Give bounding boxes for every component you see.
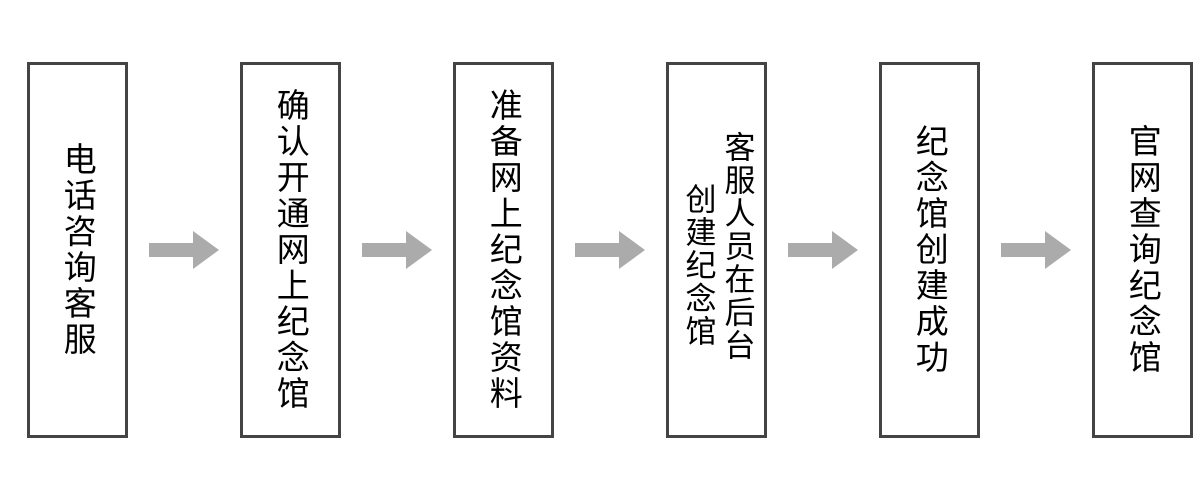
flow-arrow-1 (149, 231, 219, 269)
right-arrow-icon-head (406, 231, 432, 269)
process-node-3[interactable]: 准备网上纪念馆资料 (453, 62, 554, 438)
right-arrow-icon-shaft (575, 243, 621, 257)
right-arrow-icon-head (193, 231, 219, 269)
process-node-4-label-column-2: 创建纪念馆 (679, 183, 716, 348)
process-node-6[interactable]: 官网查询纪念馆 (1092, 62, 1193, 438)
process-node-4-label-column-1: 客服人员在后台 (718, 131, 755, 362)
process-node-5-label: 纪念馆创建成功 (910, 124, 950, 376)
flow-arrow-5 (1001, 231, 1071, 269)
process-node-2-label: 确认开通网上纪念馆 (271, 88, 311, 412)
right-arrow-icon-shaft (149, 243, 195, 257)
right-arrow-icon-shaft (788, 243, 834, 257)
right-arrow-icon-head (832, 231, 858, 269)
right-arrow-icon-head (1045, 231, 1071, 269)
process-node-2[interactable]: 确认开通网上纪念馆 (240, 62, 341, 438)
right-arrow-icon-shaft (362, 243, 408, 257)
process-node-1[interactable]: 电话咨询客服 (27, 62, 128, 438)
process-node-6-label: 官网查询纪念馆 (1123, 124, 1163, 376)
flow-arrow-2 (362, 231, 432, 269)
process-node-1-label: 电话咨询客服 (58, 142, 98, 358)
process-node-5[interactable]: 纪念馆创建成功 (879, 62, 980, 438)
flow-arrow-3 (575, 231, 645, 269)
process-node-4[interactable]: 客服人员在后台 创建纪念馆 (666, 62, 767, 438)
process-node-3-label: 准备网上纪念馆资料 (484, 88, 524, 412)
flow-arrow-4 (788, 231, 858, 269)
right-arrow-icon-head (619, 231, 645, 269)
right-arrow-icon-shaft (1001, 243, 1047, 257)
